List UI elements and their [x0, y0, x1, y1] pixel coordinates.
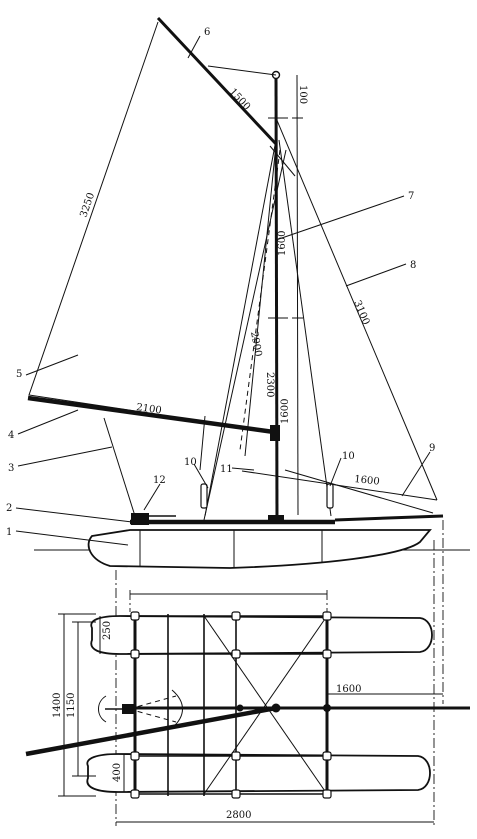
frame-node-left [236, 704, 244, 712]
turnbuckle-left [201, 484, 207, 508]
hull-plan-top [91, 616, 432, 654]
boom [28, 398, 274, 432]
sheet-line [104, 418, 135, 516]
dim-hull-spacing: 1150 [66, 693, 77, 718]
dim-mast-lower: 2300 [264, 372, 275, 397]
forestay [276, 118, 437, 500]
tiller-plan [129, 696, 176, 709]
boom-jaw [270, 425, 280, 441]
callout-7: 7 [408, 191, 414, 202]
callout-9: 9 [429, 443, 435, 454]
dim-hull-width: 250 [102, 621, 113, 640]
dim-mast-top: 100 [297, 85, 308, 104]
dim-bowsprit: 1600 [354, 474, 380, 488]
dim-overall-width: 1400 [52, 693, 63, 718]
dim-forestay: 3100 [351, 299, 371, 327]
fitting-2 [232, 612, 240, 620]
fitting-7 [131, 752, 139, 760]
fitting-6 [323, 650, 331, 658]
leader-2 [16, 508, 132, 522]
hull-side [89, 530, 430, 568]
callout-12: 12 [153, 475, 166, 486]
leader-4 [18, 410, 78, 434]
jib-luff [204, 150, 286, 520]
leader-1 [16, 531, 128, 545]
luff-line [208, 66, 276, 75]
leader-6 [188, 36, 200, 58]
leader-7 [276, 196, 404, 240]
tiller-plan-2 [129, 709, 176, 722]
side-view: 1 2 3 4 5 6 7 8 9 10 10 11 12 1500 100 3… [6, 18, 470, 568]
shroud-right [279, 140, 331, 516]
fitting-4 [131, 650, 139, 658]
callout-6: 6 [204, 27, 210, 38]
callout-4: 4 [8, 430, 14, 441]
dim-float-width: 400 [112, 763, 123, 782]
frame-diag-2 [204, 616, 327, 794]
leader-5 [26, 355, 78, 375]
callout-10a: 10 [184, 457, 197, 468]
leader-9 [402, 452, 430, 496]
leader-12 [144, 484, 160, 510]
leech-line [245, 144, 276, 456]
callout-10b: 10 [342, 451, 355, 462]
fitting-10 [131, 790, 139, 798]
jib-leech [285, 470, 433, 513]
callout-11: 11 [220, 464, 233, 475]
sheet-line-2 [200, 416, 205, 470]
plan-view: 250 1150 1400 400 1600 2800 [26, 520, 470, 826]
dim-gaff: 1500 [227, 87, 252, 113]
leader-10a [194, 464, 208, 488]
callout-1: 1 [6, 527, 12, 538]
bowsprit-side [335, 516, 443, 520]
leader-8 [346, 264, 406, 286]
callout-5: 5 [16, 369, 22, 380]
diagonal-stay [240, 150, 280, 450]
dim-boom: 2100 [136, 402, 163, 416]
tiller-block [131, 513, 149, 525]
turnbuckle-right [327, 484, 333, 508]
dim-mast-upper: 1600 [277, 231, 288, 256]
tiller-swing-arc [172, 690, 183, 728]
leader-10b [330, 458, 341, 486]
fitting-9 [323, 752, 331, 760]
callout-3: 3 [8, 463, 14, 474]
boom-plan [26, 708, 276, 754]
mast-dim-line [297, 75, 298, 515]
fitting-3 [323, 612, 331, 620]
dim-mast-middle: 1600 [280, 399, 291, 424]
shroud-left [205, 140, 276, 516]
fitting-8 [232, 752, 240, 760]
fitting-1 [131, 612, 139, 620]
dim-diagonal: 2900 [248, 331, 263, 358]
dim-overall-length: 2800 [226, 810, 251, 821]
main-sail-edge [29, 22, 248, 428]
gaff [158, 18, 276, 144]
mast [276, 75, 277, 522]
tiller-swing-arc-left [99, 696, 107, 722]
dim-bowsprit-plan: 1600 [336, 684, 361, 695]
fitting-11 [232, 790, 240, 798]
fitting-12 [323, 790, 331, 798]
callout-2: 2 [6, 503, 12, 514]
hull-plan-bottom [87, 754, 430, 792]
callout-8: 8 [410, 260, 416, 271]
leader-3 [18, 447, 112, 466]
fitting-5 [232, 650, 240, 658]
leader-11 [232, 468, 254, 470]
